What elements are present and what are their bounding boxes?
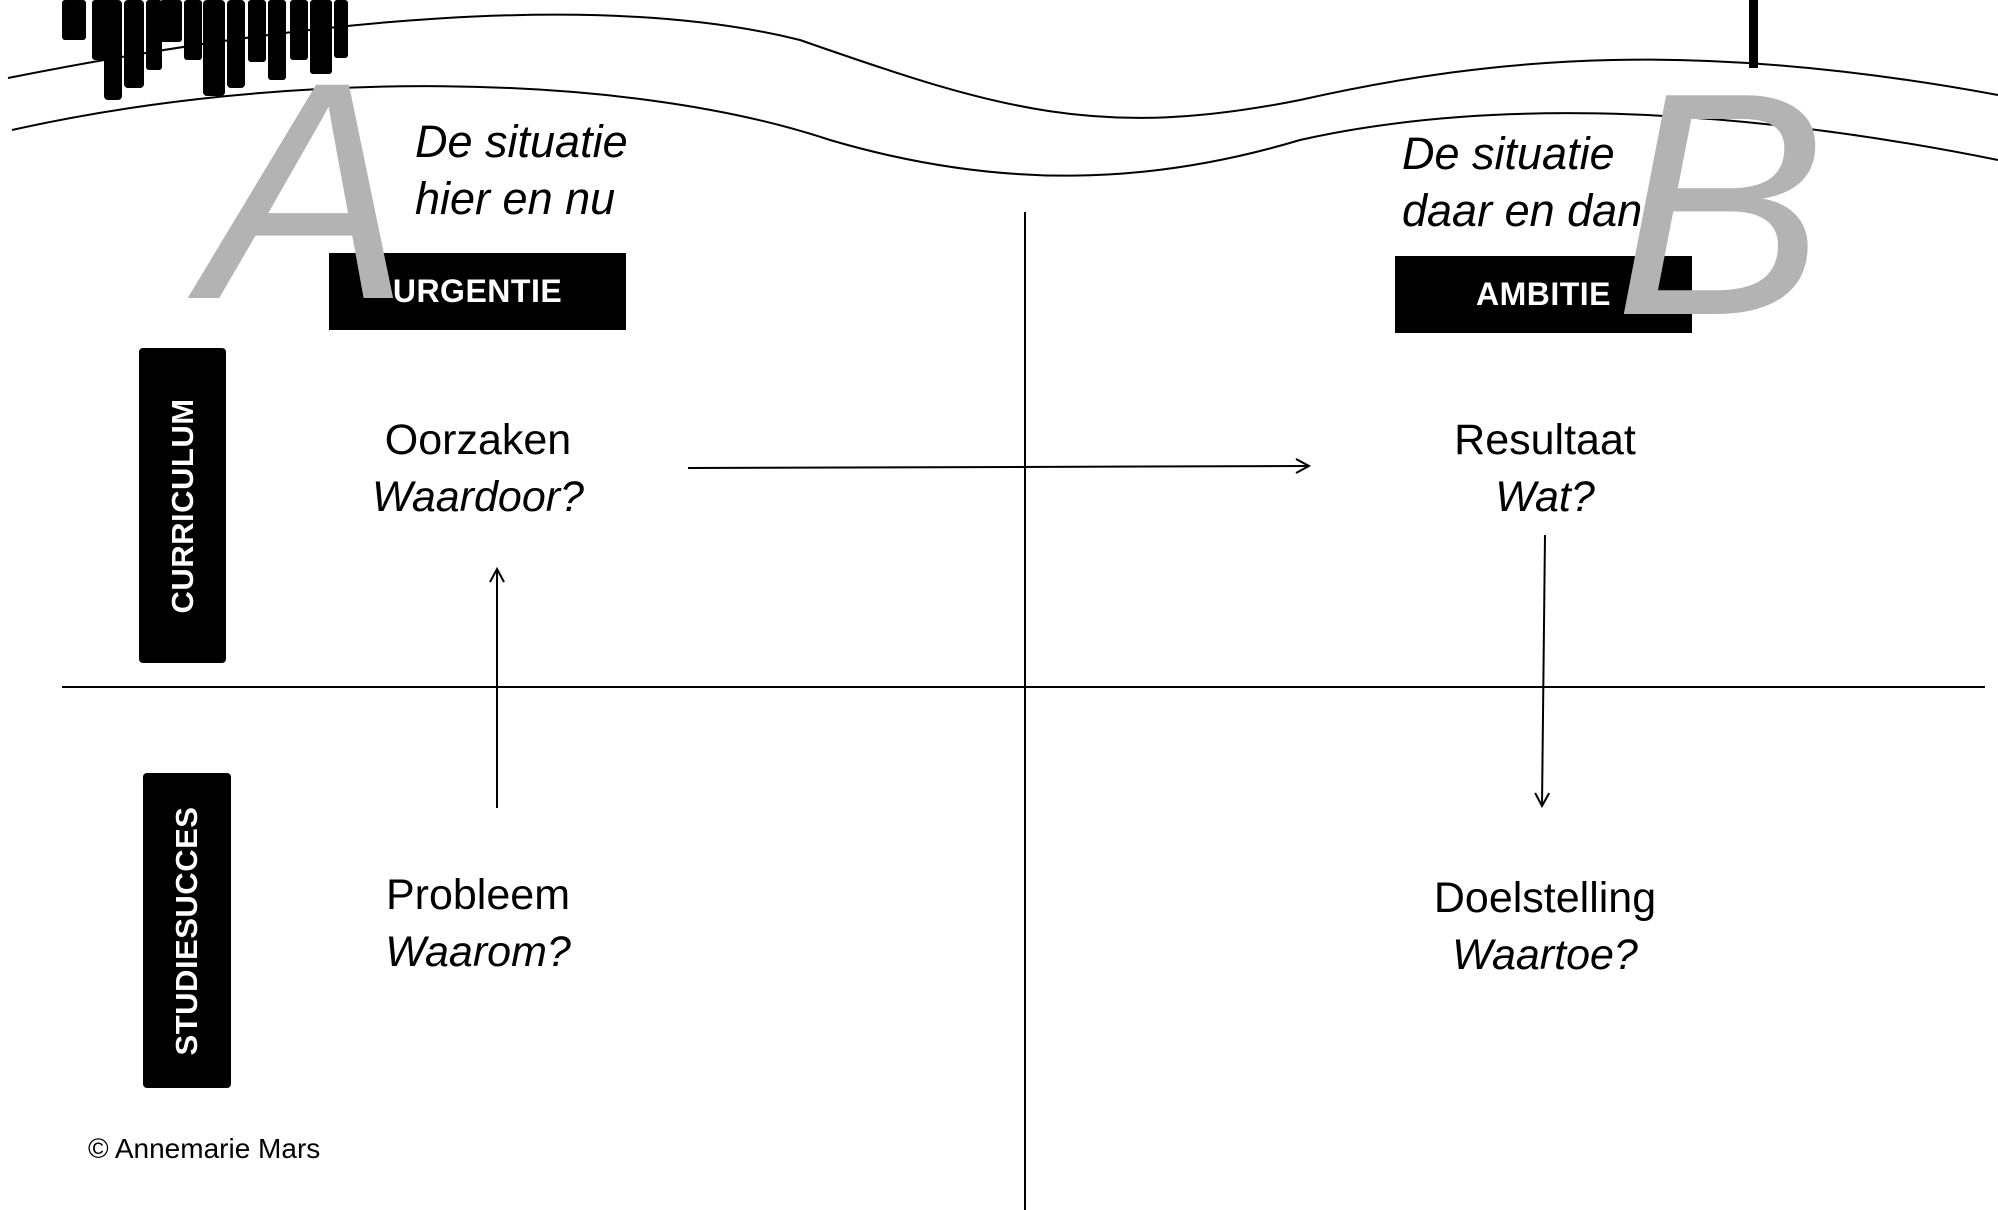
copyright-notice: © Annemarie Mars — [88, 1133, 321, 1164]
node-oorzaken-title: Oorzaken — [384, 416, 572, 464]
curriculum-text: CURRICULUM — [164, 397, 200, 614]
node-probleem-question: Waarom? — [385, 928, 571, 976]
node-doelstelling: Doelstelling Waartoe? — [1434, 870, 1656, 984]
studiesucces-side-label: STUDIESUCCES — [143, 773, 231, 1088]
node-oorzaken-question: Waardoor? — [372, 473, 584, 521]
node-doelstelling-question: Waartoe? — [1452, 931, 1638, 979]
signpost-pole — [1749, 0, 1758, 68]
road-lower-line — [11, 85, 1998, 177]
arrow-resultaat-to-doelstelling — [1542, 534, 1545, 805]
letter-a: A — [203, 17, 410, 364]
ambitie-label: AMBITIE — [1395, 256, 1692, 333]
ambitie-label-text: AMBITIE — [1475, 276, 1612, 312]
situation-there-and-then: De situatie daar en dan — [1402, 125, 1642, 239]
arrow-oorzaken-to-resultaat — [687, 466, 1308, 468]
letter-b: B — [1614, 27, 1827, 382]
urgentie-label-text: URGENTIE — [392, 273, 563, 309]
crowd-silhouette-icon — [62, 0, 348, 100]
road-upper-line — [7, 13, 1998, 119]
node-doelstelling-title: Doelstelling — [1433, 874, 1657, 922]
situation-left-line1: De situatie — [415, 116, 628, 167]
studiesucces-text: STUDIESUCCES — [169, 806, 204, 1055]
situation-right-line2: daar en dan — [1402, 185, 1643, 236]
curriculum-side-label: CURRICULUM — [139, 348, 226, 663]
node-resultaat: Resultaat Wat? — [1454, 412, 1636, 526]
situation-left-line2: hier en nu — [415, 173, 616, 224]
node-resultaat-question: Wat? — [1495, 473, 1595, 521]
node-oorzaken: Oorzaken Waardoor? — [372, 412, 584, 526]
node-resultaat-title: Resultaat — [1454, 416, 1636, 464]
situation-right-line1: De situatie — [1402, 128, 1615, 179]
node-probleem-title: Probleem — [385, 871, 571, 919]
urgentie-label: URGENTIE — [329, 253, 626, 330]
situation-here-and-now: De situatie hier en nu — [415, 113, 628, 227]
node-probleem: Probleem Waarom? — [385, 867, 571, 981]
